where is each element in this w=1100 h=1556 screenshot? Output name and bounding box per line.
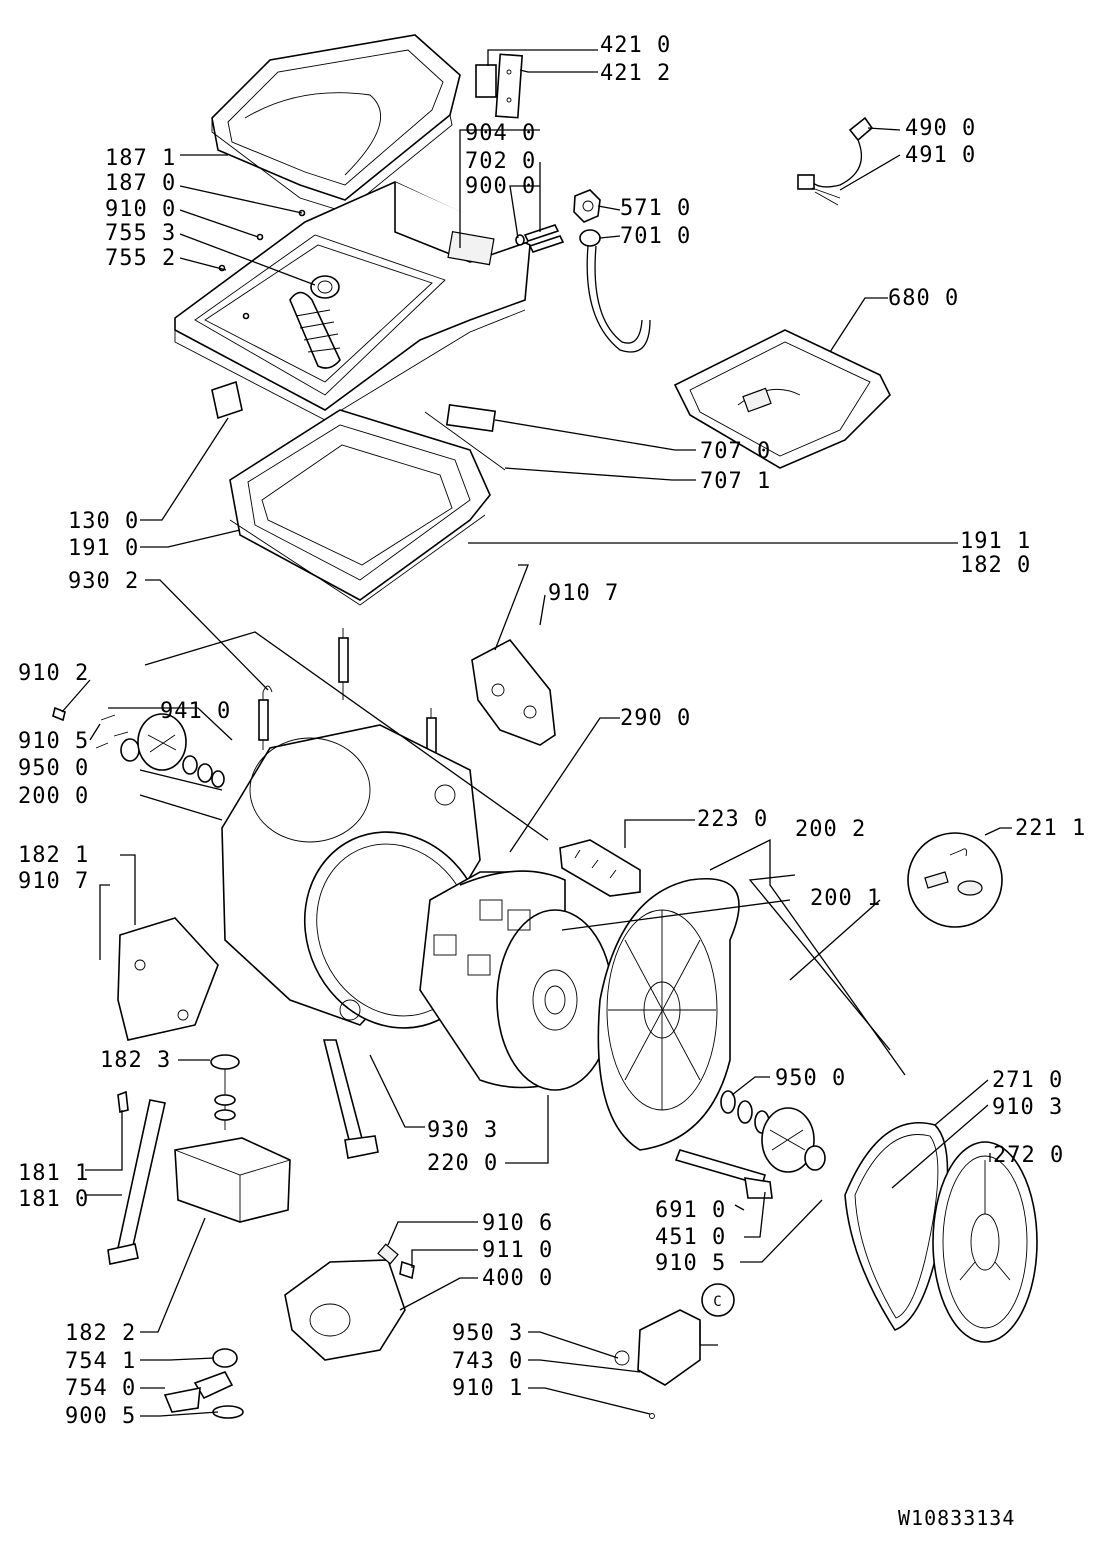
part-label-271-0: 271 0 xyxy=(992,1068,1063,1093)
part-label-421-0: 421 0 xyxy=(600,33,671,58)
part-label-910-6: 910 6 xyxy=(482,1211,553,1236)
inner-drum-part xyxy=(419,870,614,1091)
part-label-707-0: 707 0 xyxy=(700,439,771,464)
part-label-911-0: 911 0 xyxy=(482,1238,553,1263)
bearing-assembly-right-part xyxy=(720,1090,826,1173)
rear-tub-part xyxy=(597,878,740,1151)
part-label-272-0: 272 0 xyxy=(993,1143,1064,1168)
part-label-754-1: 754 1 xyxy=(65,1349,136,1374)
callout-marker-text: C xyxy=(713,1294,722,1310)
part-label-910-3: 910 3 xyxy=(992,1095,1063,1120)
part-label-421-2: 421 2 xyxy=(600,61,671,86)
part-label-181-1: 181 1 xyxy=(18,1161,89,1186)
weight-block-part xyxy=(174,1137,291,1223)
bearing-assembly-left-part xyxy=(120,713,225,788)
part-label-451-0: 451 0 xyxy=(655,1225,726,1250)
part-label-754-0: 754 0 xyxy=(65,1376,136,1401)
inlet-hose-part xyxy=(579,229,651,353)
part-label-950-0: 950 0 xyxy=(775,1066,846,1091)
leader-lines xyxy=(61,49,1012,1417)
top-cover-part xyxy=(211,34,461,213)
part-label-910-7: 910 7 xyxy=(548,581,619,606)
part-label-130-0: 130 0 xyxy=(68,509,139,534)
part-label-910-5: 910 5 xyxy=(18,729,89,754)
part-label-743-0: 743 0 xyxy=(452,1349,523,1374)
part-label-571-0: 571 0 xyxy=(620,196,691,221)
part-label-491-0: 491 0 xyxy=(905,143,976,168)
drain-pump-part xyxy=(284,1243,415,1361)
part-label-910-1: 910 1 xyxy=(452,1376,523,1401)
shock-absorber-part xyxy=(107,1090,166,1265)
callout-marker: C xyxy=(701,1283,735,1317)
part-label-182-3: 182 3 xyxy=(100,1048,171,1073)
part-label-950-0: 950 0 xyxy=(18,756,89,781)
part-label-187-1: 187 1 xyxy=(105,146,176,171)
part-label-290-0: 290 0 xyxy=(620,706,691,731)
part-label-900-5: 900 5 xyxy=(65,1404,136,1429)
part-label-191-1: 191 1 xyxy=(960,529,1031,554)
part-label-182-2: 182 2 xyxy=(65,1321,136,1346)
part-label-950-3: 950 3 xyxy=(452,1321,523,1346)
part-label-930-2: 930 2 xyxy=(68,569,139,594)
part-label-182-1: 182 1 xyxy=(18,843,89,868)
part-label-707-1: 707 1 xyxy=(700,469,771,494)
detail-circle-part xyxy=(907,832,1003,928)
drain-hose-part xyxy=(163,1348,244,1419)
pad-stack-part xyxy=(210,1054,240,1130)
part-label-910-5: 910 5 xyxy=(655,1251,726,1276)
part-label-182-0: 182 0 xyxy=(960,553,1031,578)
front-ring-part xyxy=(932,1141,1038,1343)
part-label-755-2: 755 2 xyxy=(105,246,176,271)
counterweight-upper-part xyxy=(471,638,556,746)
part-label-691-0: 691 0 xyxy=(655,1198,726,1223)
damper-part xyxy=(322,1039,379,1159)
lid-switch-part xyxy=(475,53,523,119)
part-label-223-0: 223 0 xyxy=(697,807,768,832)
part-label-941-0: 941 0 xyxy=(160,699,231,724)
part-label-930-3: 930 3 xyxy=(427,1118,498,1143)
part-label-400-0: 400 0 xyxy=(482,1266,553,1291)
part-label-680-0: 680 0 xyxy=(888,286,959,311)
part-label-701-0: 701 0 xyxy=(620,224,691,249)
heater-element-part xyxy=(674,1149,773,1199)
counterweight-front-part xyxy=(117,917,219,1041)
part-label-910-7: 910 7 xyxy=(18,869,89,894)
part-label-702-0: 702 0 xyxy=(465,149,536,174)
filter-housing-part xyxy=(614,1309,701,1419)
heater-bracket-part xyxy=(559,839,641,897)
screws-left-part xyxy=(52,706,129,749)
part-label-910-2: 910 2 xyxy=(18,661,89,686)
part-label-904-0: 904 0 xyxy=(465,121,536,146)
part-label-191-0: 191 0 xyxy=(68,536,139,561)
small-hoses-parts xyxy=(515,224,565,253)
part-label-181-0: 181 0 xyxy=(18,1187,89,1212)
inlet-valve-part xyxy=(573,189,601,223)
part-label-490-0: 490 0 xyxy=(905,116,976,141)
part-label-221-1: 221 1 xyxy=(1015,816,1086,841)
part-label-187-0: 187 0 xyxy=(105,171,176,196)
part-label-200-0: 200 0 xyxy=(18,784,89,809)
small-box-part xyxy=(211,380,243,420)
power-cord-part xyxy=(797,116,874,206)
part-label-910-0: 910 0 xyxy=(105,197,176,222)
tub-ring-part xyxy=(229,409,491,606)
document-number: W10833134 xyxy=(898,1506,1015,1530)
part-label-200-2: 200 2 xyxy=(795,817,866,842)
part-label-755-3: 755 3 xyxy=(105,221,176,246)
part-label-220-0: 220 0 xyxy=(427,1151,498,1176)
part-label-200-1: 200 1 xyxy=(810,886,881,911)
part-label-900-0: 900 0 xyxy=(465,174,536,199)
detergent-tray-part xyxy=(673,329,891,469)
pressure-switch-part xyxy=(424,403,506,471)
